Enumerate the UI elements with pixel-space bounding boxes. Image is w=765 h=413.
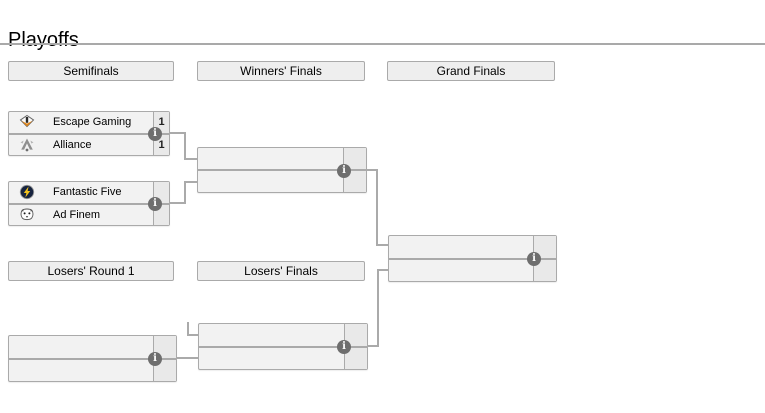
match-semifinal-2: Fantastic Five Ad Finem i — [8, 181, 170, 226]
match-row: Ad Finem — [9, 202, 169, 225]
match-row — [389, 257, 556, 281]
match-row — [199, 324, 367, 346]
round-header-grand-finals: Grand Finals — [387, 61, 555, 81]
team-score — [343, 171, 366, 192]
match-info-icon[interactable]: i — [148, 352, 162, 366]
connector-lf-vertical — [377, 269, 379, 347]
alliance-logo — [19, 137, 35, 153]
match-grand-finals: i — [388, 235, 557, 282]
team-name[interactable]: Escape Gaming — [53, 116, 132, 129]
team-score — [343, 148, 366, 169]
match-losers-finals: i — [198, 323, 368, 370]
connector-sf2-out — [170, 202, 186, 204]
match-info-icon[interactable]: i — [148, 197, 162, 211]
match-info-icon[interactable]: i — [148, 127, 162, 141]
team-name[interactable]: Alliance — [53, 138, 92, 151]
round-header-losers-round1: Losers' Round 1 — [8, 261, 174, 281]
connector-lf-into-gf — [377, 269, 388, 271]
match-row — [389, 236, 556, 258]
team-score — [533, 259, 556, 281]
connector-drop-vertical — [187, 322, 189, 336]
match-winners-finals: i — [197, 147, 367, 193]
connector-sf1-into-wf — [184, 158, 197, 160]
team-score — [344, 324, 367, 346]
connector-sf1-out — [170, 132, 186, 134]
team-score — [533, 236, 556, 258]
match-row: Alliance 1 — [9, 132, 169, 155]
round-header-winners-finals: Winners' Finals — [197, 61, 365, 81]
round-header-losers-finals: Losers' Finals — [197, 261, 365, 281]
connector-drop-into-lf — [187, 334, 198, 336]
round-header-semifinals: Semifinals — [8, 61, 174, 81]
team-name[interactable]: Fantastic Five — [53, 186, 122, 199]
match-row: Fantastic Five — [9, 182, 169, 203]
connector-wf-vertical — [376, 169, 378, 246]
match-info-icon[interactable]: i — [527, 252, 541, 266]
connector-sf1-vertical — [184, 132, 186, 160]
match-losers-round1: i — [8, 335, 177, 382]
team-score — [344, 347, 367, 369]
match-row — [199, 345, 367, 369]
match-info-icon[interactable]: i — [337, 340, 351, 354]
fantastic-five-logo — [19, 184, 35, 200]
connector-sf2-vertical — [184, 181, 186, 204]
connector-lr1-into-lf — [177, 357, 198, 359]
match-info-icon[interactable]: i — [337, 164, 351, 178]
connector-wf-into-gf — [376, 244, 388, 246]
team-name[interactable]: Ad Finem — [53, 208, 101, 221]
escape-gaming-logo — [19, 114, 35, 130]
connector-wf-out — [367, 169, 378, 171]
title-divider — [0, 43, 765, 45]
ad-finem-logo — [19, 207, 35, 223]
match-row — [198, 169, 366, 192]
page-title: Playoffs — [8, 28, 79, 51]
match-row — [198, 148, 366, 169]
match-semifinal-1: Escape Gaming 1 Alliance 1 i — [8, 111, 170, 156]
connector-lf-out — [368, 345, 379, 347]
connector-sf2-into-wf — [184, 181, 197, 183]
match-row: Escape Gaming 1 — [9, 112, 169, 133]
